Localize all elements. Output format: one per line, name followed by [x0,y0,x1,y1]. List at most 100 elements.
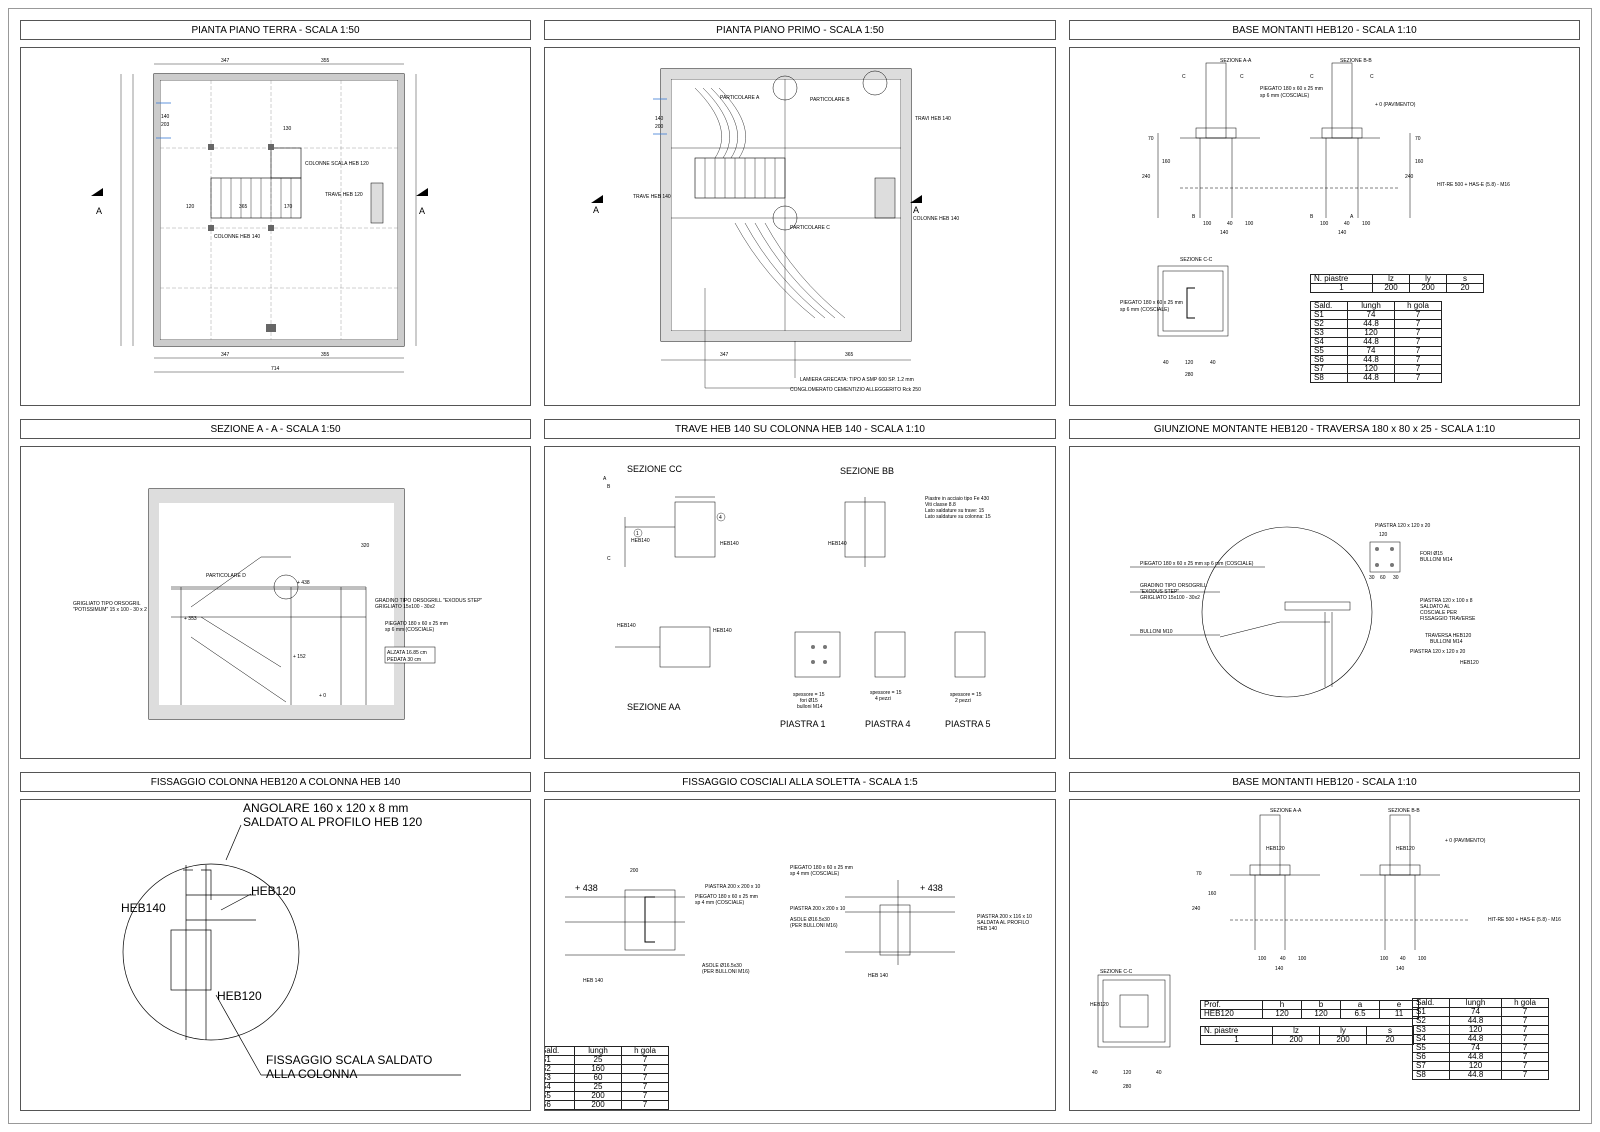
panel-base-montanti-2: SEZIONE A-A SEZIONE B-B + 0 (PAVIMENTO) … [1069,799,1580,1111]
dim-130: 130 [283,126,292,132]
marker-b: B [607,484,611,490]
panel-title-fissaggio-colonna: FISSAGGIO COLONNA HEB120 A COLONNA HEB 1… [20,772,531,792]
marker-a: A [603,476,607,482]
dim-40-b: 40 [1400,956,1406,962]
p4-pezzi: 4 pezzi [875,696,891,702]
td: 1 [1310,283,1373,293]
label-bulloni-m10: BULLONI M10 [1140,629,1173,635]
td: 44.8 [1449,1070,1502,1080]
label-sezione-cc: SEZIONE CC [627,464,683,474]
fissaggio-cosciali-drawing: + 438 + 438 PIASTRA 200 x 200 x 10 PIEGA… [565,865,1032,984]
dim-40-c: 40 [1163,360,1169,366]
label-piastra-116-1: PIASTRA 200 x 116 x 10 [977,914,1032,920]
td: 20 [1446,283,1484,293]
trave-heb140-drawing: SEZIONE CC SEZIONE BB SEZIONE AA Piastre… [603,464,991,729]
marker-c-2: C [1240,74,1244,80]
panel-base-montanti: SEZIONE A-A SEZIONE B-B PIEGATO 180 x 60… [1069,47,1580,406]
label-piegato-1: PIEGATO 180 x 60 x 25 mm [385,621,448,627]
table-row: S62007 [545,1100,669,1110]
label-r8: HEB120 [1460,660,1479,666]
section-label-left: A [593,205,599,215]
label-piegato: PIEGATO 180 x 60 x 25 mm [1260,86,1323,92]
label-colonne-heb140: COLONNE HEB 140 [913,216,959,222]
label-piastra-200: PIASTRA 200 x 200 x 10 [705,884,761,890]
panel-fissaggio-cosciali: + 438 + 438 PIASTRA 200 x 200 x 10 PIEGA… [544,799,1056,1111]
table-n-piastre: N. piastre lz ly s 1 200 200 20 [1310,274,1484,293]
label-piastra-5: PIASTRA 5 [945,719,991,729]
dim-120: 120 [1379,532,1388,538]
p5-spessore: spessore = 15 [950,692,982,698]
table-header-row: Sald. lungh h gola [1310,301,1442,311]
label-particolare-b: PARTICOLARE B [810,97,850,103]
dim-60: 60 [1380,575,1386,581]
callout-1: 1 [636,531,639,537]
label-asole-1: ASOLE Ø16.5x30 [702,963,742,969]
section-label-left: A [96,206,102,216]
table-header-row: N. piastre lz ly s [1200,1026,1414,1036]
dim-100-a: 100 [1258,956,1267,962]
td: S6 [545,1100,575,1110]
td: 44.8 [1347,373,1395,383]
dim-240-left: 240 [1142,174,1151,180]
dim-stair-2: 365 [239,204,248,210]
note-4: Lato saldature su colonna: 15 [925,514,991,520]
label-asole-2: (PER BULLONI M16) [702,969,750,975]
label-lamiera: LAMIERA GRECATA: TIPO A SMP 600 SP. 1.2 … [800,377,914,383]
label-colonne-scala: COLONNE SCALA HEB 120 [305,161,369,167]
p1-spessore: spessore = 15 [793,692,825,698]
table-row: S1257 [545,1055,669,1065]
label-piastra-120x120: PIASTRA 120 x 120 x 20 [1375,523,1431,529]
dim-100-d: 100 [1362,221,1371,227]
label-sezione-cc: SEZIONE C-C [1100,969,1133,975]
marker-a-1: A [1350,214,1354,220]
dim-40-c: 40 [1092,1070,1098,1076]
label-piastra-116-2: SALDATA AL PROFILO [977,920,1029,926]
label-heb140-aa: HEB140 [617,623,636,629]
panel-title-base-montanti-2: BASE MONTANTI HEB120 - SCALA 1:10 [1069,772,1580,792]
label-asole-4: (PER BULLONI M16) [790,923,838,929]
label-sp6: sp 6 mm (COSCIALE) [1260,93,1310,99]
label-piegato-2: PIEGATO 180 x 60 x 25 mm [790,865,853,871]
label-heb140-bb: HEB140 [828,541,847,547]
td: S8 [1412,1070,1450,1080]
note-2: Viti classe 8.8 [925,502,956,508]
label-r1: PIASTRA 120 x 100 x 8 [1420,598,1473,604]
section-aa-drawing: PARTICOLARE D GRIGLIATO TIPO ORSOGRIL "P… [73,488,482,720]
td: 120 [1262,1009,1302,1019]
td: 7 [621,1100,669,1110]
callout-4-icon [716,512,726,522]
elev-438-a: + 438 [575,883,598,893]
label-alzata: ALZATA 16.85 cm [387,650,427,656]
dim-40-a: 40 [1280,956,1286,962]
label-sezione-aa: SEZIONE A-A [1220,58,1252,64]
dim-left-1: 140 [161,114,170,120]
td: 200 [1372,283,1410,293]
dim-240: 240 [1192,906,1201,912]
label-particolare-d: PARTICOLARE D [206,573,246,579]
dim-70: 70 [1196,871,1202,877]
section-marker-right-icon [910,195,922,203]
td: 200 [1409,283,1447,293]
dim-100-a: 100 [1203,221,1212,227]
marker-c-1: C [1182,74,1186,80]
label-heb140-2: HEB 140 [868,973,888,979]
label-gradino-2: "EXODUS STEP" [1140,589,1179,595]
label-heb120-b: HEB120 [1396,846,1415,852]
dim-bottom-total: 714 [271,366,280,372]
label-r6: BULLONI M14 [1430,639,1463,645]
note-1: Piastre in acciaio tipo Fe 430 [925,496,989,502]
label-sp4-2: sp 4 mm (COSCIALE) [790,871,840,877]
label-piastra-4: PIASTRA 4 [865,719,911,729]
label-hit: HIT-RE 500 + HAS-E (5.8) - M16 [1437,182,1510,188]
dim-240-right: 240 [1405,174,1414,180]
floor-plan-ground: 347 355 347 355 714 120 365 170 140 203 … [91,58,428,373]
elev-0: + 0 [319,693,326,699]
label-sp6-cc: sp 6 mm (COSCIALE) [1120,307,1170,313]
panel-pianta-piano-terra: 347 355 347 355 714 120 365 170 140 203 … [20,47,531,406]
sheet-border [8,8,1592,1124]
